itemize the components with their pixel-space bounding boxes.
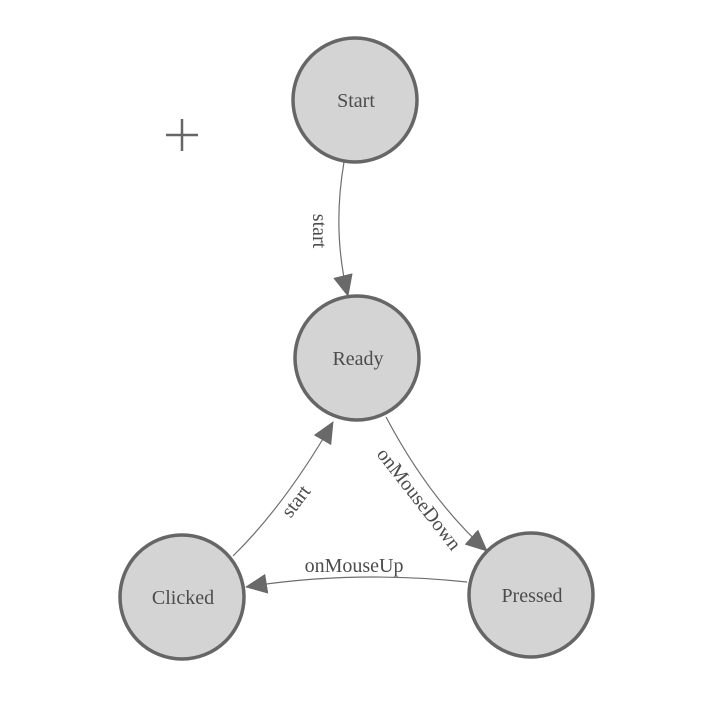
node-clicked[interactable]: Clicked xyxy=(118,533,246,661)
node-label-start: Start xyxy=(337,90,375,112)
edge-label-onmousedown: onMouseDown xyxy=(372,444,465,555)
crosshair-icon xyxy=(166,119,198,151)
edge-clicked-to-ready[interactable]: start xyxy=(232,421,334,557)
node-ready[interactable]: Ready xyxy=(293,294,421,422)
node-label-ready: Ready xyxy=(332,348,383,370)
node-pressed[interactable]: Pressed xyxy=(467,531,595,659)
node-start[interactable]: Start xyxy=(291,36,419,164)
edge-ready-to-pressed[interactable]: onMouseDown xyxy=(372,416,488,555)
edge-label-start: start xyxy=(308,214,330,249)
node-label-clicked: Clicked xyxy=(152,587,214,609)
edge-label-onmouseup: onMouseUp xyxy=(305,555,404,577)
edge-pressed-to-clicked[interactable]: onMouseUp xyxy=(245,555,468,594)
edge-start-to-ready[interactable]: start xyxy=(308,161,353,297)
node-label-pressed: Pressed xyxy=(501,585,562,607)
edge-label-start-2: start xyxy=(277,481,316,522)
